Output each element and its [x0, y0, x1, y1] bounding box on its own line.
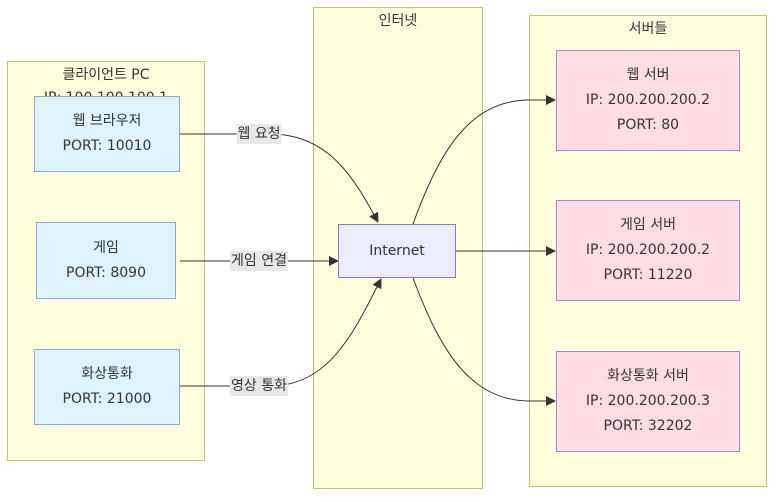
video-call-node[interactable]: 화상통화 PORT: 21000	[34, 349, 180, 425]
game-server-ip: IP: 200.200.200.2	[585, 242, 711, 258]
client-pc-title: 클라이언트 PC	[62, 67, 150, 83]
edge-video-call	[180, 278, 382, 387]
edge-label-web-request: 웹 요청	[236, 124, 282, 144]
internet-cluster-title: 인터넷	[378, 13, 418, 29]
game-port: PORT: 8090	[66, 264, 146, 281]
web-server-ip: IP: 200.200.200.2	[585, 92, 711, 108]
web-browser-port: PORT: 10010	[62, 138, 152, 154]
web-server-port: PORT: 80	[616, 117, 680, 133]
video-call-server-port: PORT: 32202	[603, 418, 693, 434]
web-server-node[interactable]: 웹 서버 IP: 200.200.200.2 PORT: 80	[556, 50, 740, 151]
video-call-port: PORT: 21000	[62, 391, 152, 407]
servers-cluster-title: 서버들	[628, 21, 668, 37]
edge-web-request	[180, 133, 379, 223]
video-call-server-node[interactable]: 화상통화 서버 IP: 200.200.200.3 PORT: 32202	[556, 351, 740, 452]
web-browser-name: 웹 브라우저	[72, 113, 142, 129]
video-call-name: 화상통화	[81, 366, 133, 382]
internet-label: Internet	[369, 242, 425, 259]
game-server-name: 게임 서버	[620, 217, 676, 233]
video-call-server-name: 화상통화 서버	[607, 368, 689, 384]
video-call-server-ip: IP: 200.200.200.3	[585, 393, 711, 409]
internet-node[interactable]: Internet	[338, 224, 456, 278]
web-server-name: 웹 서버	[626, 67, 670, 83]
edge-internet-video-server	[412, 277, 556, 406]
client-pc-ip: IP: 100.100.100.1	[43, 90, 169, 98]
web-browser-node[interactable]: 웹 브라우저 PORT: 10010	[34, 96, 180, 172]
game-server-port: PORT: 11220	[603, 267, 693, 283]
game-node[interactable]: 게임 PORT: 8090	[36, 222, 176, 299]
game-name: 게임	[93, 239, 119, 256]
edge-label-game-connection: 게임 연결	[230, 251, 288, 271]
edge-internet-web-server	[412, 95, 556, 225]
game-server-node[interactable]: 게임 서버 IP: 200.200.200.2 PORT: 11220	[556, 200, 740, 301]
edge-label-video-call: 영상 통화	[230, 376, 288, 396]
